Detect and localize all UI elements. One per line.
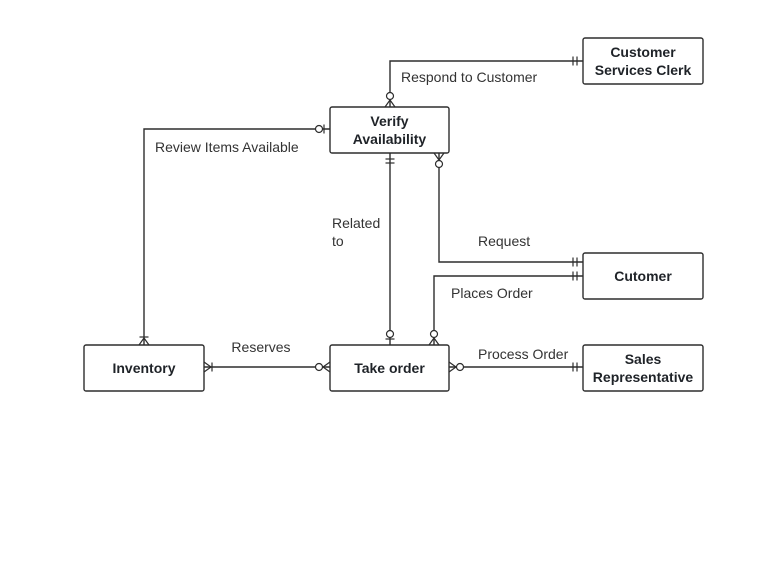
one-and-only-one-marker bbox=[572, 257, 578, 267]
entity-label: Cutomer bbox=[614, 268, 672, 284]
zero-or-many-marker bbox=[448, 361, 465, 373]
one-and-only-one-marker bbox=[385, 158, 395, 164]
zero-or-one-marker bbox=[314, 124, 325, 134]
relationship-label-request: Request bbox=[478, 233, 530, 249]
entity-take-order[interactable]: Take order bbox=[329, 344, 450, 392]
one-and-only-one-marker bbox=[572, 271, 578, 281]
entity-inventory[interactable]: Inventory bbox=[83, 344, 205, 392]
entity-label: Availability bbox=[353, 131, 427, 147]
one-or-many-marker bbox=[138, 336, 150, 346]
relationship-label-related-to: to bbox=[332, 233, 344, 249]
entity-box bbox=[582, 252, 704, 300]
connector-places-order bbox=[433, 275, 583, 345]
zero-or-many-marker bbox=[433, 152, 445, 169]
relationship-label-process-order: Process Order bbox=[478, 346, 569, 362]
entity-cutomer[interactable]: Cutomer bbox=[582, 252, 704, 300]
relationship-label-related-to: Related bbox=[332, 215, 380, 231]
relationship-label-reserves: Reserves bbox=[231, 339, 290, 355]
relationship-label-review-items-available: Review Items Available bbox=[155, 139, 299, 155]
cardinality-markers bbox=[138, 56, 578, 373]
connector-request bbox=[438, 153, 583, 263]
one-and-only-one-marker bbox=[572, 362, 578, 372]
zero-or-many-marker bbox=[428, 329, 440, 346]
one-or-many-marker bbox=[203, 361, 213, 373]
zero-or-many-marker bbox=[384, 91, 396, 108]
entity-label: Customer bbox=[610, 44, 676, 60]
entity-label: Take order bbox=[354, 360, 425, 376]
entity-box bbox=[83, 344, 205, 392]
entity-label: Verify bbox=[370, 113, 408, 129]
entity-label: Services Clerk bbox=[595, 62, 692, 78]
connectors bbox=[143, 60, 583, 368]
entity-box bbox=[329, 344, 450, 392]
entity-box bbox=[329, 106, 450, 154]
entity-label: Sales bbox=[625, 351, 662, 367]
connector-respond-to-customer bbox=[389, 60, 583, 107]
entity-box bbox=[582, 37, 704, 85]
zero-or-many-marker bbox=[314, 361, 331, 373]
relationship-label-places-order: Places Order bbox=[451, 285, 533, 301]
entity-box bbox=[582, 344, 704, 392]
connector-review-items-available bbox=[143, 128, 330, 345]
one-and-only-one-marker bbox=[572, 56, 578, 66]
entity-label: Representative bbox=[593, 369, 694, 385]
entity-label: Inventory bbox=[112, 360, 175, 376]
relationship-label-respond-to-customer: Respond to Customer bbox=[401, 69, 538, 85]
zero-or-one-marker bbox=[385, 329, 395, 340]
